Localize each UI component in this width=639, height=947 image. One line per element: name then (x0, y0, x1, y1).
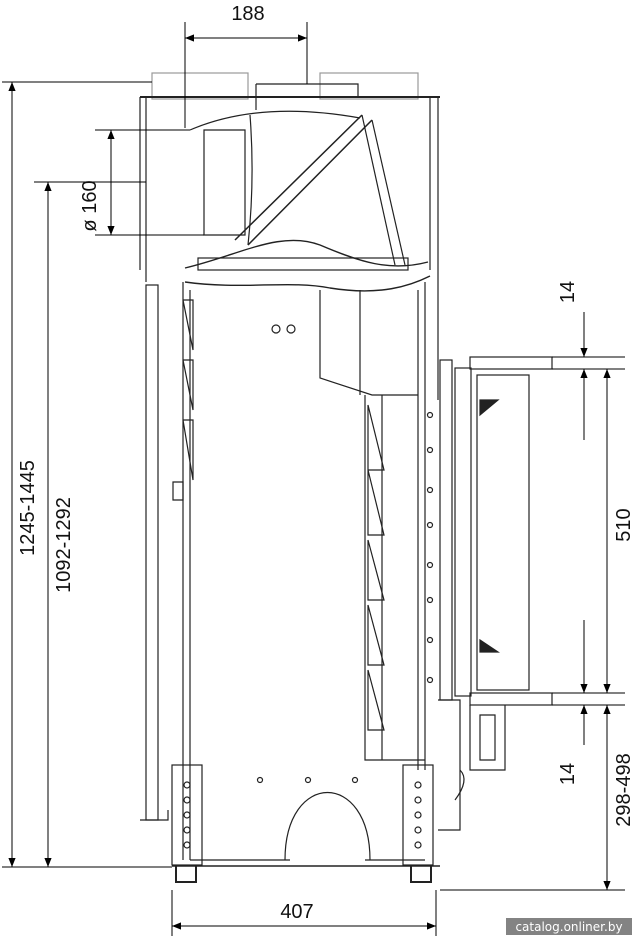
rail-bolts (426, 411, 434, 684)
flue-curve (189, 110, 361, 246)
dim-pipe-diameter-label: ø 160 (79, 180, 101, 231)
left-leg (171, 764, 203, 866)
left-side-panel (145, 284, 159, 821)
left-louvers (172, 299, 194, 501)
inner-panel (319, 290, 418, 396)
baffle-wave (184, 239, 431, 292)
dim-door-floor-label: 298-498 (613, 753, 635, 826)
leg-feet (175, 865, 432, 883)
dim-door-bottom-gap-label: 14 (557, 763, 579, 785)
door-bottom-bracket (469, 692, 553, 706)
firebox-left-wall (182, 282, 191, 860)
top-collar-left (151, 72, 249, 100)
firebox-right-wall (417, 282, 426, 770)
watermark: catalog.onliner.by (515, 920, 622, 934)
right-leg (402, 764, 434, 866)
left-outer-wall (139, 97, 147, 282)
dim-bottom-width-label: 407 (280, 901, 313, 923)
right-outer-wall (429, 97, 439, 400)
rivet-3 (351, 776, 359, 784)
left-side-bracket (140, 810, 169, 821)
door-handle-top (479, 399, 500, 417)
dim-top-width-label: 188 (231, 3, 264, 25)
door-frame-outer (439, 359, 453, 701)
door-handle-bottom (479, 638, 500, 653)
bolt-2 (286, 324, 296, 334)
watermark-bg (506, 918, 632, 935)
dimension-lines (2, 22, 625, 936)
inner-firebox (364, 395, 425, 761)
ash-arch (284, 792, 371, 861)
door-glass (454, 367, 472, 697)
dim-body-height-label: 1092-1292 (53, 497, 75, 593)
dim-total-height-label: 1245-1445 (17, 460, 39, 556)
dim-door-top-gap-label: 14 (557, 281, 579, 303)
chimney-outlet (255, 83, 359, 110)
dim-door-height-label: 510 (613, 508, 635, 541)
door-mechanism (438, 699, 506, 831)
rivet (256, 776, 264, 784)
smoke-chamber (203, 129, 246, 236)
top-collar-right (319, 72, 419, 100)
fireplace-body (139, 72, 553, 883)
flue-vertical (361, 114, 406, 266)
right-louvers (367, 404, 385, 731)
bolt-1 (271, 324, 281, 334)
flue-diagonal (234, 114, 373, 246)
lower-curve (454, 769, 465, 801)
baffle-rail (197, 257, 409, 271)
leg-holes (183, 781, 422, 849)
rivet-2 (304, 776, 312, 784)
door-top-bracket (469, 356, 553, 370)
door-panel (476, 374, 530, 691)
